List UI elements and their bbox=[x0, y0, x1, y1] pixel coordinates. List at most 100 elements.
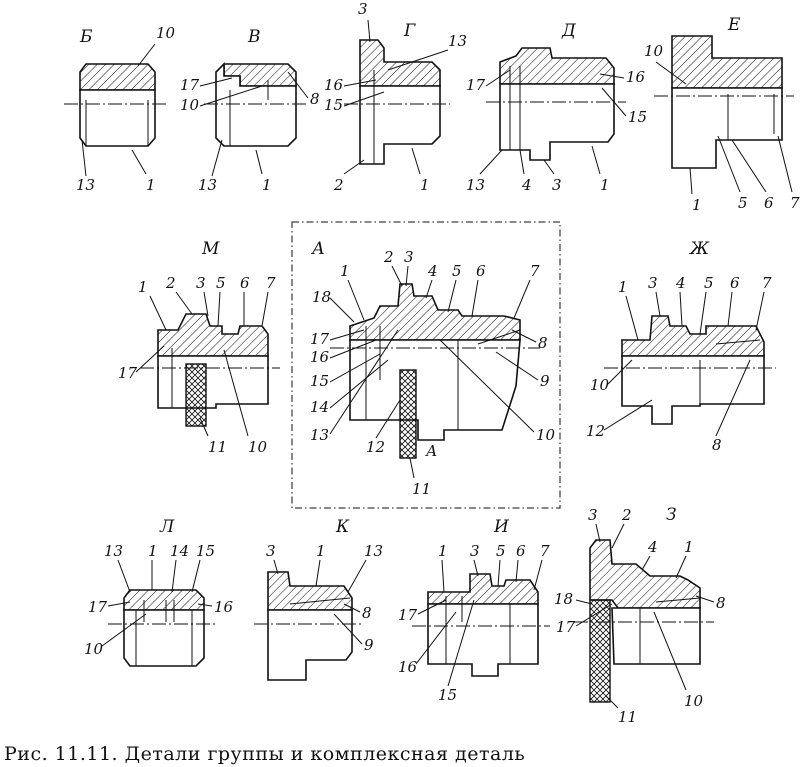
section-mark: А bbox=[425, 442, 437, 460]
label: 1 bbox=[618, 278, 628, 296]
label: 9 bbox=[364, 636, 374, 654]
label: 7 bbox=[790, 194, 800, 212]
label: 5 bbox=[452, 262, 462, 280]
label: 1 bbox=[262, 176, 272, 194]
label: 8 bbox=[716, 594, 726, 612]
label: 1 bbox=[438, 542, 448, 560]
label: 3 bbox=[470, 542, 480, 560]
label: 15 bbox=[438, 686, 457, 704]
title-m: М bbox=[201, 239, 220, 259]
label: 1 bbox=[420, 176, 430, 194]
title-d: Д bbox=[561, 21, 577, 41]
title-g: Г bbox=[403, 21, 416, 41]
label: 4 bbox=[521, 176, 532, 194]
label: 1 bbox=[148, 542, 158, 560]
label: 1 bbox=[684, 538, 694, 556]
label: 3 bbox=[588, 506, 598, 524]
label: 5 bbox=[704, 274, 714, 292]
label: 16 bbox=[398, 658, 418, 676]
title-k: К bbox=[335, 517, 350, 537]
title-l: Л bbox=[159, 517, 175, 537]
title-a: А bbox=[311, 239, 325, 259]
label: 13 bbox=[448, 32, 467, 50]
label: 2 bbox=[333, 176, 344, 194]
label: 16 bbox=[626, 68, 646, 86]
label: 5 bbox=[496, 542, 506, 560]
part-k: К 3 1 13 8 9 bbox=[254, 517, 383, 681]
label: 10 bbox=[684, 692, 704, 710]
label: 13 bbox=[104, 542, 123, 560]
label: 14 bbox=[170, 542, 189, 560]
title-e: Е bbox=[727, 15, 741, 35]
label: 7 bbox=[266, 274, 276, 292]
part-g: Г 3 13 16 15 2 1 bbox=[324, 0, 467, 194]
label: 18 bbox=[312, 288, 331, 306]
label: 13 bbox=[76, 176, 95, 194]
label: 3 bbox=[266, 542, 276, 560]
label: 18 bbox=[554, 590, 573, 608]
label: 3 bbox=[196, 274, 206, 292]
label: 12 bbox=[366, 438, 385, 456]
label: 13 bbox=[198, 176, 217, 194]
label: 17 bbox=[118, 364, 138, 382]
title-i: И bbox=[493, 517, 510, 537]
label: 3 bbox=[552, 176, 562, 194]
label: 2 bbox=[383, 248, 394, 266]
label: 10 bbox=[180, 96, 200, 114]
label: 1 bbox=[138, 278, 148, 296]
part-d: Д 17 16 15 13 4 3 1 bbox=[466, 21, 647, 194]
label: 2 bbox=[165, 274, 176, 292]
label: 10 bbox=[644, 42, 664, 60]
label: 17 bbox=[180, 76, 200, 94]
label: 1 bbox=[600, 176, 610, 194]
label: 8 bbox=[310, 90, 320, 108]
label: 17 bbox=[466, 76, 486, 94]
part-zh: Ж 1 3 4 5 6 7 10 12 8 bbox=[586, 239, 776, 454]
label: 13 bbox=[364, 542, 383, 560]
title-z: З bbox=[666, 505, 677, 525]
label: 15 bbox=[628, 108, 647, 126]
label: 4 bbox=[647, 538, 658, 556]
part-z: З 3 2 4 1 8 18 17 10 11 bbox=[554, 505, 726, 726]
label: 17 bbox=[88, 598, 108, 616]
label: 15 bbox=[324, 96, 343, 114]
label: 7 bbox=[530, 262, 540, 280]
label: 2 bbox=[621, 506, 632, 524]
label: 10 bbox=[536, 426, 556, 444]
label: 16 bbox=[324, 76, 344, 94]
label: 6 bbox=[730, 274, 740, 292]
label: 3 bbox=[358, 0, 368, 18]
part-e: Е 10 1 5 6 7 bbox=[644, 15, 800, 214]
label: 11 bbox=[208, 438, 227, 456]
title-zh: Ж bbox=[689, 239, 710, 259]
label: 1 bbox=[692, 196, 702, 214]
label: 4 bbox=[427, 262, 438, 280]
title-b: Б bbox=[79, 27, 93, 47]
label: 17 bbox=[310, 330, 330, 348]
label: 8 bbox=[712, 436, 722, 454]
label: 16 bbox=[214, 598, 234, 616]
label: 6 bbox=[476, 262, 486, 280]
label: 10 bbox=[248, 438, 268, 456]
label: 5 bbox=[216, 274, 226, 292]
label: 14 bbox=[310, 398, 329, 416]
label: 4 bbox=[675, 274, 686, 292]
label: 1 bbox=[146, 176, 156, 194]
label: 16 bbox=[310, 348, 330, 366]
label: 3 bbox=[404, 248, 414, 266]
part-l: Л 13 1 14 15 17 16 10 bbox=[84, 517, 234, 667]
label: 6 bbox=[240, 274, 250, 292]
label: 15 bbox=[310, 372, 329, 390]
label: 1 bbox=[316, 542, 326, 560]
label: 11 bbox=[412, 480, 431, 498]
part-b: Б 10 13 1 bbox=[64, 24, 176, 194]
label: 11 bbox=[618, 708, 637, 726]
figure-caption: Рис. 11.11. Детали группы и комплексная … bbox=[4, 743, 525, 765]
label: 10 bbox=[590, 376, 610, 394]
label: 6 bbox=[516, 542, 526, 560]
part-v: В 17 10 8 13 1 bbox=[180, 27, 320, 194]
label: 8 bbox=[538, 334, 548, 352]
label: 12 bbox=[586, 422, 605, 440]
label: 13 bbox=[466, 176, 485, 194]
